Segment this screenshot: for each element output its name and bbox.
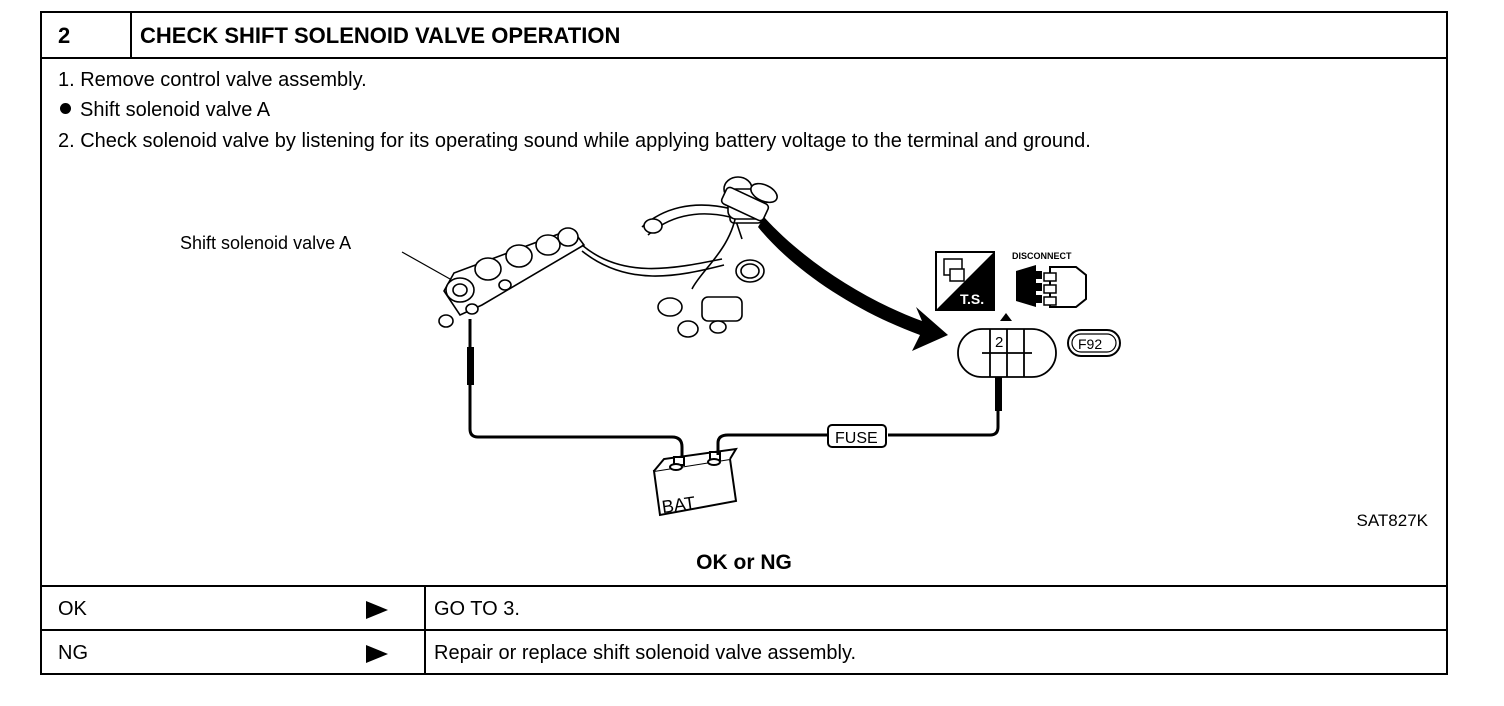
result-row-ok: OK GO TO 3. [42, 587, 1446, 631]
connector-id-badge [1067, 329, 1121, 357]
disconnect-label: DISCONNECT [1012, 251, 1072, 261]
row-divider [424, 631, 426, 673]
result-action: Repair or replace shift solenoid valve a… [434, 642, 857, 664]
arrow-right-icon [366, 645, 388, 663]
bullet-icon [60, 103, 71, 114]
inspection-step-table: 2 CHECK SHIFT SOLENOID VALVE OPERATION 1… [40, 11, 1448, 675]
fuse-box [827, 424, 887, 448]
connector-latch-icon [1000, 313, 1012, 321]
disconnect-icon [1016, 265, 1087, 308]
valve-label: Shift solenoid valve A [180, 233, 351, 253]
battery-icon [652, 447, 738, 517]
result-heading: OK or NG [696, 551, 792, 574]
arrow-right-icon [366, 601, 388, 619]
step-number: 2 [42, 13, 132, 57]
bullet-text: Shift solenoid valve A [80, 99, 271, 121]
result-label: OK [58, 598, 87, 620]
step-content: 1. Remove control valve assembly. Shift … [42, 59, 1446, 587]
figure-code: SAT827K [1356, 511, 1428, 530]
valve-leader-line [401, 251, 451, 280]
wire-valve-to-battery [468, 319, 684, 461]
terminal-number: 2 [995, 334, 1003, 351]
probe-valve [467, 347, 474, 385]
connector-face [957, 328, 1057, 378]
instruction-remove-valve: 1. Remove control valve assembly. [58, 69, 367, 91]
battery-label: BAT [660, 493, 696, 517]
wiring-diagram: Shift solenoid valve A [180, 176, 1121, 517]
ts-icon [935, 251, 995, 311]
instruction-check-valve: 2. Check solenoid valve by listening for… [58, 130, 1091, 152]
instruction-bullet-item: Shift solenoid valve A [60, 99, 270, 122]
result-action: GO TO 3. [434, 598, 520, 620]
step-title: CHECK SHIFT SOLENOID VALVE OPERATION [140, 23, 621, 48]
ts-label: T.S. [960, 291, 984, 307]
fuse-label: FUSE [835, 430, 878, 447]
connector-id: F92 [1078, 336, 1102, 352]
step-header: 2 CHECK SHIFT SOLENOID VALVE OPERATION [42, 13, 1446, 59]
probe-connector [995, 375, 1002, 411]
row-divider [424, 587, 426, 629]
pointer-arrow-icon [758, 217, 948, 351]
solenoid-assembly-drawing [438, 176, 778, 338]
result-row-ng: NG Repair or replace shift solenoid valv… [42, 631, 1446, 673]
result-label: NG [58, 642, 88, 664]
